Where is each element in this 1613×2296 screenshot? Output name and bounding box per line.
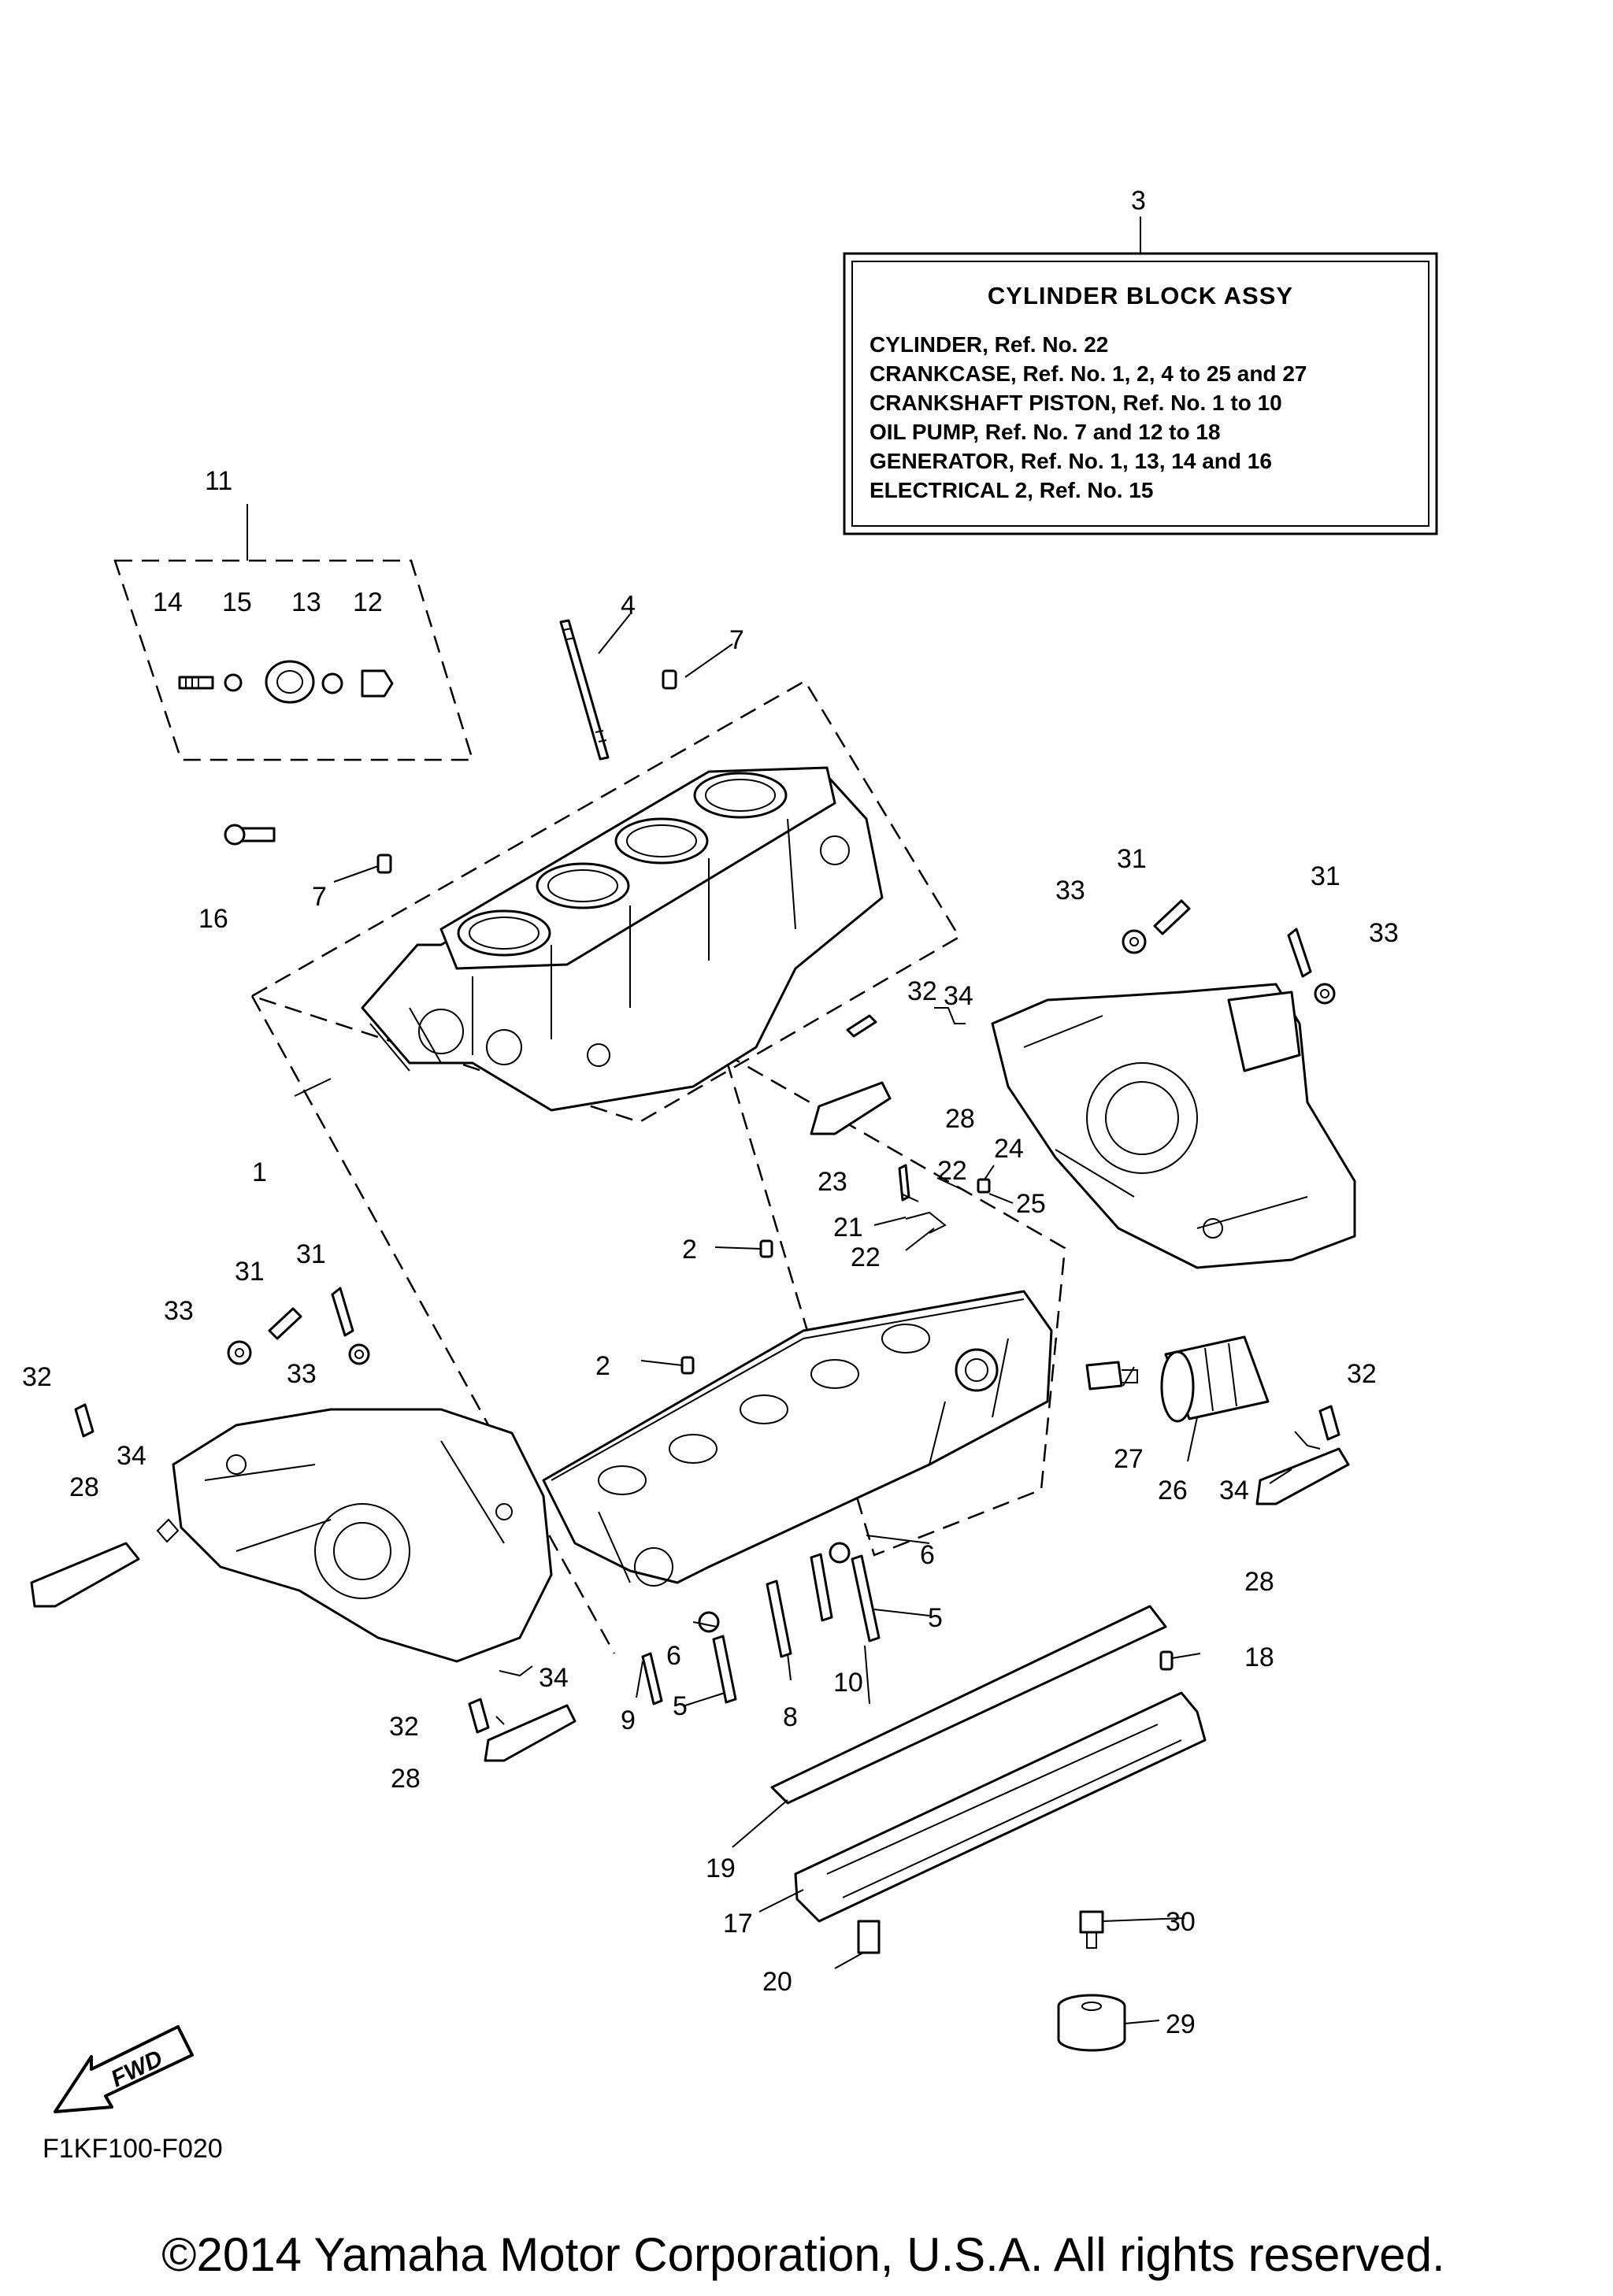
info-box-line: GENERATOR, Ref. No. 1, 13, 14 and 16 [870, 449, 1272, 473]
stud-bolt [559, 619, 610, 761]
callout-32a: 32 [907, 976, 937, 1006]
group-boundaries [113, 559, 1066, 1654]
callout-32b: 32 [22, 1362, 52, 1392]
callout-31c: 31 [235, 1257, 265, 1287]
callout-20: 20 [762, 1967, 792, 1997]
callout-31b: 31 [1311, 861, 1340, 891]
callout-6b: 6 [666, 1641, 681, 1671]
copyright-notice: ©2014 Yamaha Motor Corporation, U.S.A. A… [161, 2228, 1444, 2281]
fwd-arrow-icon: FWD [54, 2025, 194, 2113]
leader-lines [247, 504, 1292, 2024]
callout-11: 11 [205, 466, 232, 496]
callout-29: 29 [1166, 2009, 1196, 2039]
callout-31d: 31 [296, 1239, 326, 1269]
callout-28c: 28 [1244, 1567, 1274, 1597]
callout-28b: 28 [69, 1472, 99, 1502]
callout-33c: 33 [164, 1296, 194, 1326]
callout-5b: 5 [673, 1691, 688, 1721]
callout-8: 8 [783, 1702, 798, 1732]
callouts: 11 14 15 13 12 16 4 7 7 1 2 2 32 34 28 3… [22, 466, 1399, 2039]
callout-32c: 32 [1347, 1359, 1377, 1389]
callout-34b: 34 [117, 1441, 146, 1471]
oil-filter-parts [1085, 1335, 1270, 1423]
cylinder-block [361, 766, 884, 1112]
callout-33b: 33 [1369, 918, 1399, 948]
callout-7b: 7 [312, 882, 327, 912]
callout-3: 3 [1131, 186, 1146, 216]
callout-1: 1 [252, 1157, 267, 1187]
info-box-line: OIL PUMP, Ref. No. 7 and 12 to 18 [870, 420, 1221, 444]
diagram-code: F1KF100-F020 [43, 2134, 223, 2164]
callout-34d: 34 [539, 1663, 569, 1693]
callout-2b: 2 [595, 1351, 610, 1381]
oil-pump-group-boundary [113, 559, 474, 761]
callout-28a: 28 [945, 1104, 975, 1134]
callout-16: 16 [198, 904, 228, 934]
oil-pump-parts [178, 660, 394, 846]
callout-7a: 7 [729, 625, 744, 655]
callout-22a: 22 [937, 1156, 967, 1186]
gasket-and-oil-pan [770, 1605, 1207, 1954]
info-box-line: CRANKSHAFT PISTON, Ref. No. 1 to 10 [870, 391, 1282, 415]
callout-4: 4 [621, 591, 636, 620]
bolts-washers [74, 899, 1340, 1734]
callout-33a: 33 [1055, 876, 1085, 905]
cylinder-block-assy-info-box: 3 CYLINDER BLOCK ASSY CYLINDER, Ref. No.… [843, 186, 1438, 535]
engine-mounts [30, 1081, 1350, 1762]
info-box-line: ELECTRICAL 2, Ref. No. 15 [870, 478, 1153, 502]
callout-10: 10 [833, 1668, 863, 1698]
right-cover [991, 983, 1356, 1269]
callout-19: 19 [706, 1853, 736, 1883]
callout-18: 18 [1244, 1642, 1274, 1672]
crankcase-left-boundary [250, 995, 616, 1654]
info-box-title: CYLINDER BLOCK ASSY [988, 282, 1293, 309]
callout-23: 23 [818, 1167, 847, 1197]
drain-parts [1057, 1910, 1126, 2052]
callout-26: 26 [1158, 1476, 1188, 1505]
left-cover [172, 1408, 553, 1663]
info-box-line: CYLINDER, Ref. No. 22 [870, 332, 1108, 357]
callout-15: 15 [222, 587, 252, 617]
callout-34c: 34 [1219, 1476, 1249, 1505]
callout-30: 30 [1166, 1907, 1196, 1937]
callout-28d: 28 [391, 1764, 421, 1794]
callout-21: 21 [833, 1213, 863, 1242]
callout-5a: 5 [928, 1603, 943, 1633]
callout-25: 25 [1016, 1189, 1046, 1219]
callout-14: 14 [153, 587, 183, 617]
callout-31a: 31 [1117, 844, 1147, 874]
callout-32d: 32 [389, 1712, 419, 1742]
callout-33d: 33 [287, 1359, 317, 1389]
callout-2a: 2 [682, 1235, 697, 1265]
info-box-line: CRANKCASE, Ref. No. 1, 2, 4 to 25 and 27 [870, 361, 1307, 386]
callout-17: 17 [723, 1909, 753, 1939]
callout-6a: 6 [920, 1540, 935, 1570]
callout-9: 9 [621, 1705, 636, 1735]
callout-12: 12 [353, 587, 383, 617]
callout-27: 27 [1114, 1444, 1144, 1474]
dowel-pins [376, 669, 1174, 1671]
callout-24: 24 [994, 1134, 1024, 1164]
callout-13: 13 [291, 587, 321, 617]
callout-22b: 22 [851, 1242, 881, 1272]
lower-crankcase [542, 1290, 1053, 1587]
callout-34a: 34 [944, 981, 973, 1011]
